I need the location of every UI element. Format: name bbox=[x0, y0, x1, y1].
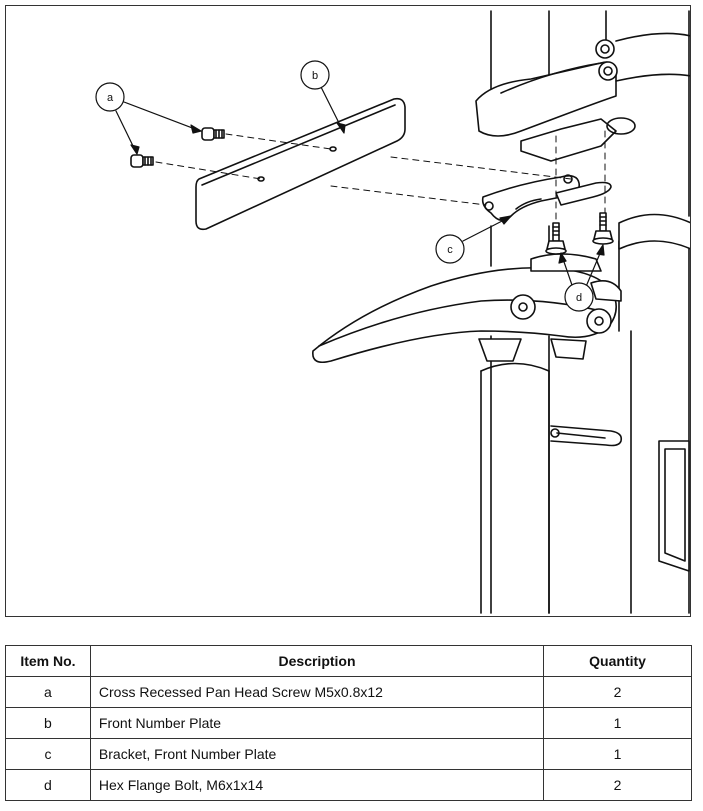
header-item-no: Item No. bbox=[5, 645, 91, 677]
header-quantity: Quantity bbox=[543, 645, 692, 677]
brake-line-clip bbox=[550, 425, 623, 447]
table-header-row: Item No. Description Quantity bbox=[5, 645, 692, 677]
cell-description: Cross Recessed Pan Head Screw M5x0.8x12 bbox=[89, 676, 545, 708]
parts-table: Item No. Description Quantity a Cross Re… bbox=[5, 645, 692, 801]
callout-leader-lines bbox=[115, 86, 605, 290]
cell-description: Front Number Plate bbox=[89, 707, 545, 739]
callout-b: b bbox=[300, 60, 330, 90]
cell-item: a bbox=[5, 676, 91, 708]
number-plate-bracket bbox=[481, 174, 612, 222]
cell-quantity: 2 bbox=[543, 676, 692, 708]
table-row: c Bracket, Front Number Plate 1 bbox=[5, 738, 692, 770]
svg-text:c: c bbox=[447, 244, 453, 256]
hex-flange-bolts bbox=[545, 212, 614, 255]
cell-description: Hex Flange Bolt, M6x1x14 bbox=[89, 769, 545, 801]
callout-d: d bbox=[564, 282, 594, 312]
cell-item: b bbox=[5, 707, 91, 739]
assembly-illustration: a b c d bbox=[95, 10, 690, 614]
front-fender bbox=[312, 253, 622, 364]
fork-tubes bbox=[480, 10, 690, 614]
callout-c: c bbox=[435, 234, 465, 264]
cell-quantity: 1 bbox=[543, 738, 692, 770]
exploded-view-figure: a b c d bbox=[5, 5, 691, 617]
svg-text:a: a bbox=[107, 92, 114, 104]
cell-item: d bbox=[5, 769, 91, 801]
cell-quantity: 2 bbox=[543, 769, 692, 801]
triple-clamp bbox=[475, 32, 690, 162]
front-number-plate bbox=[195, 97, 406, 231]
table-row: b Front Number Plate 1 bbox=[5, 707, 692, 739]
pan-head-screws bbox=[130, 127, 225, 168]
cell-description: Bracket, Front Number Plate bbox=[89, 738, 545, 770]
svg-text:b: b bbox=[312, 70, 318, 82]
cell-item: c bbox=[5, 738, 91, 770]
cell-quantity: 1 bbox=[543, 707, 692, 739]
header-description: Description bbox=[89, 645, 545, 677]
assembly-dashed-lines bbox=[155, 130, 606, 224]
callout-a: a bbox=[95, 82, 125, 112]
table-row: a Cross Recessed Pan Head Screw M5x0.8x1… bbox=[5, 676, 692, 708]
table-row: d Hex Flange Bolt, M6x1x14 2 bbox=[5, 769, 692, 801]
svg-text:d: d bbox=[576, 292, 582, 304]
